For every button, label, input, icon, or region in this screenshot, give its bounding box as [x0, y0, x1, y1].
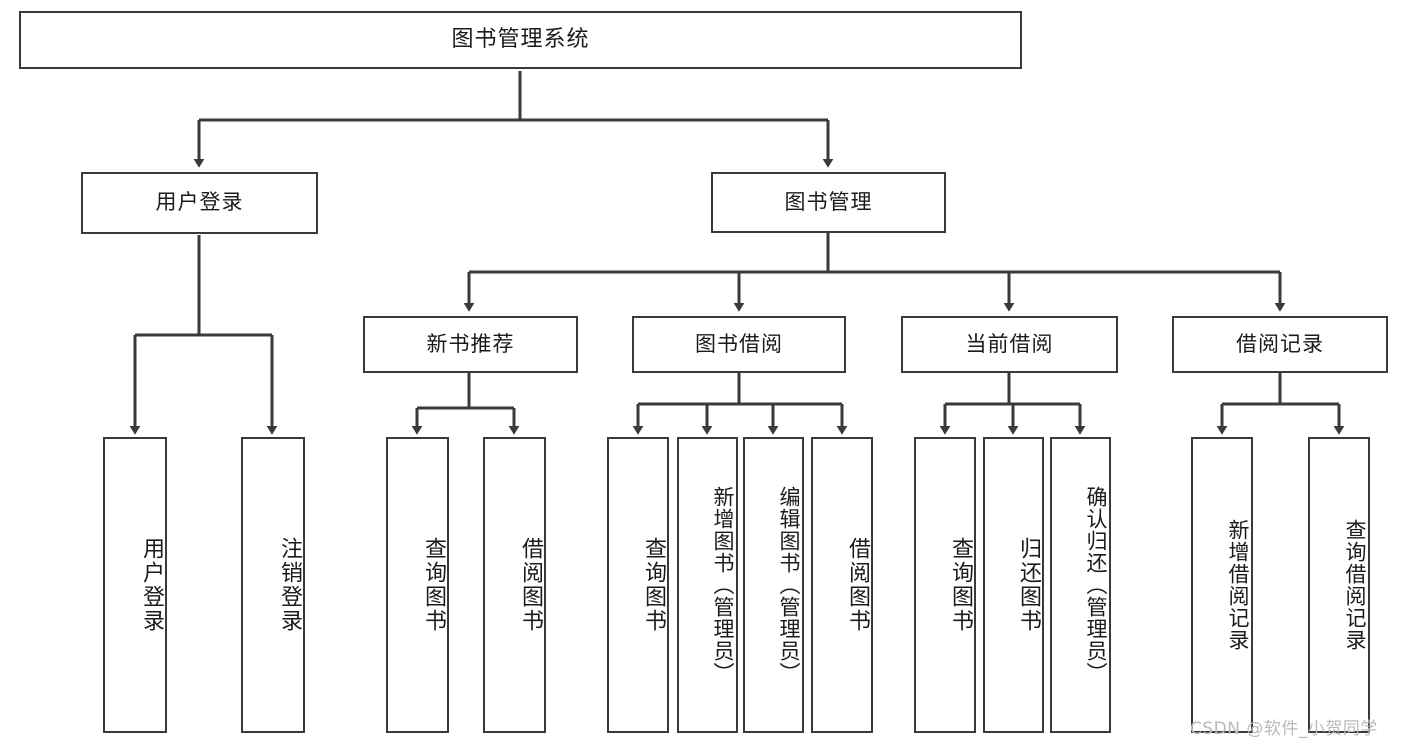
- node-book-management[interactable]: 图书管理: [711, 172, 946, 233]
- leaf-current-borrow-confirm-return[interactable]: 确认归还（管理员）: [1050, 437, 1111, 733]
- leaf-book-borrow-borrow[interactable]: 借阅图书: [811, 437, 873, 733]
- node-new-book-recommend[interactable]: 新书推荐: [363, 316, 578, 373]
- leaf-new-book-borrow[interactable]: 借阅图书: [483, 437, 546, 733]
- leaf-borrow-record-query[interactable]: 查询借阅记录: [1308, 437, 1370, 733]
- watermark: CSDN @软件_小贺同学: [1190, 719, 1378, 739]
- leaf-current-borrow-query[interactable]: 查询图书: [914, 437, 976, 733]
- node-current-borrow[interactable]: 当前借阅: [901, 316, 1118, 373]
- leaf-book-borrow-query[interactable]: 查询图书: [607, 437, 669, 733]
- node-book-borrow[interactable]: 图书借阅: [632, 316, 846, 373]
- leaf-current-borrow-return[interactable]: 归还图书: [983, 437, 1044, 733]
- node-user-login[interactable]: 用户登录: [81, 172, 318, 234]
- leaf-book-borrow-edit[interactable]: 编辑图书（管理员）: [743, 437, 804, 733]
- leaf-borrow-record-add[interactable]: 新增借阅记录: [1191, 437, 1253, 733]
- leaf-book-borrow-add[interactable]: 新增图书（管理员）: [677, 437, 738, 733]
- node-borrow-record[interactable]: 借阅记录: [1172, 316, 1388, 373]
- leaf-new-book-query[interactable]: 查询图书: [386, 437, 449, 733]
- leaf-user-login-login[interactable]: 用户登录: [103, 437, 167, 733]
- node-root[interactable]: 图书管理系统: [19, 11, 1022, 69]
- leaf-user-login-logout[interactable]: 注销登录: [241, 437, 305, 733]
